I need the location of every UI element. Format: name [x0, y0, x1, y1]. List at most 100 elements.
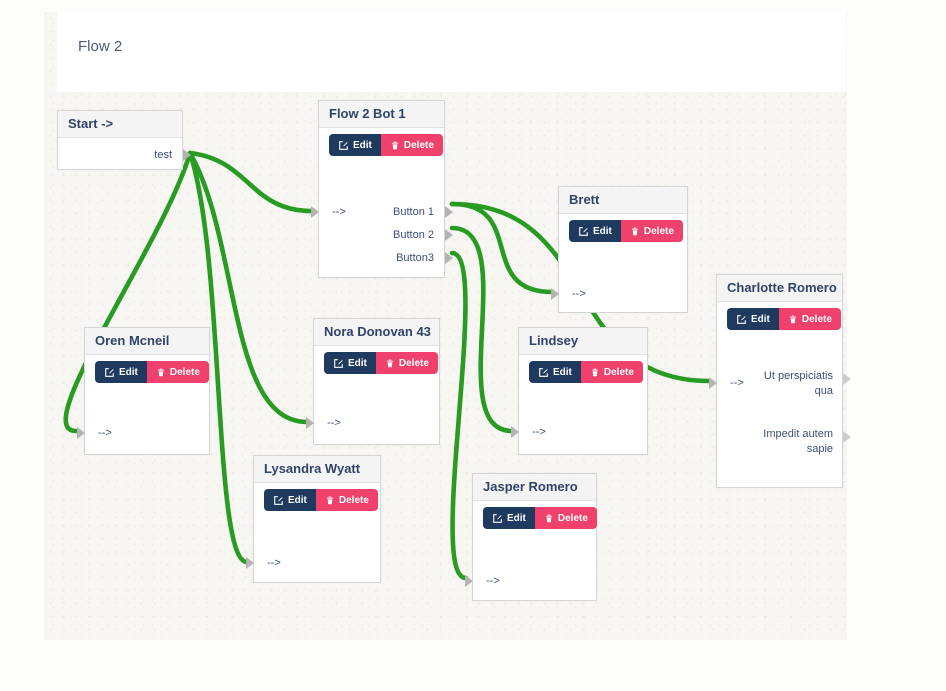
connection-test-to-oren[interactable] [63, 150, 193, 434]
delete-button-label: Delete [338, 494, 369, 506]
delete-button[interactable]: Delete [580, 361, 643, 383]
delete-button-label: Delete [557, 512, 588, 524]
input-label: --> [98, 427, 112, 439]
node-actions: Edit Delete [483, 507, 597, 529]
connection-button2-to-lindsey[interactable] [449, 225, 515, 434]
node-lysandra-wyatt[interactable]: Lysandra Wyatt Edit Delete --> [246, 455, 381, 583]
node-actions: Edit Delete [95, 361, 209, 383]
input-port[interactable]: --> [551, 287, 586, 301]
edit-button[interactable]: Edit [483, 507, 535, 529]
output-connector-icon[interactable] [183, 149, 191, 161]
input-connector-icon[interactable] [709, 377, 717, 389]
input-label: --> [267, 557, 281, 569]
input-port[interactable]: --> [709, 376, 744, 390]
edit-pencil-icon [339, 140, 348, 150]
node-actions: Edit Delete [727, 308, 841, 330]
trash-icon [631, 227, 639, 235]
input-port[interactable]: --> [246, 556, 281, 570]
output-port-impedit-autem[interactable]: Impedit autem sapie [756, 427, 851, 457]
output-port-button1[interactable]: Button 1 [319, 205, 453, 219]
output-connector-icon[interactable] [445, 206, 453, 218]
input-label: --> [332, 206, 346, 218]
connection-button1-to-brett[interactable] [449, 201, 555, 295]
edit-button-label: Edit [119, 366, 138, 378]
node-title: Charlotte Romero [717, 275, 842, 302]
node-oren-mcneil[interactable]: Oren Mcneil Edit Delete --> [77, 327, 210, 455]
node-title: Start -> [58, 111, 182, 138]
node-title: Oren Mcneil [85, 328, 209, 355]
output-connector-icon[interactable] [843, 373, 851, 385]
edit-button-label: Edit [507, 512, 526, 524]
output-label: test [154, 149, 172, 161]
node-jasper-romero[interactable]: Jasper Romero Edit Delete --> [465, 473, 597, 601]
trash-icon [789, 315, 797, 323]
output-connector-icon[interactable] [445, 229, 453, 241]
edit-button[interactable]: Edit [329, 134, 381, 156]
edit-pencil-icon [493, 513, 502, 523]
edit-button[interactable]: Edit [324, 352, 376, 374]
output-port-test[interactable]: test [58, 148, 191, 162]
delete-button[interactable]: Delete [380, 134, 443, 156]
node-start[interactable]: Start -> test [57, 110, 191, 170]
input-port[interactable]: --> [311, 205, 346, 219]
output-connector-icon[interactable] [445, 252, 453, 264]
trash-icon [326, 496, 334, 504]
output-label: Button3 [396, 252, 434, 264]
edit-pencil-icon [274, 495, 283, 505]
node-lindsey[interactable]: Lindsey Edit Delete --> [511, 327, 648, 455]
edit-button[interactable]: Edit [727, 308, 779, 330]
output-label: Button 1 [393, 206, 434, 218]
delete-button-label: Delete [643, 225, 674, 237]
connection-button3-to-jasper[interactable] [449, 250, 469, 581]
edit-button-label: Edit [353, 139, 372, 151]
flow-title: Flow 2 [78, 38, 123, 55]
delete-button[interactable]: Delete [375, 352, 438, 374]
input-connector-icon[interactable] [77, 427, 85, 439]
node-brett[interactable]: Brett Edit Delete --> [551, 186, 688, 313]
delete-button-label: Delete [169, 366, 200, 378]
input-port[interactable]: --> [465, 574, 500, 588]
input-label: --> [532, 426, 546, 438]
input-connector-icon[interactable] [465, 575, 473, 587]
input-label: --> [327, 417, 341, 429]
input-connector-icon[interactable] [306, 417, 314, 429]
input-connector-icon[interactable] [511, 426, 519, 438]
connection-test-to-bot1[interactable] [187, 150, 315, 214]
output-port-ut-perspiciatis[interactable]: Ut perspiciatis qua [756, 369, 851, 399]
node-flow2-bot1[interactable]: Flow 2 Bot 1 Edit Delete --> Button 1 Bu… [311, 100, 453, 278]
input-connector-icon[interactable] [551, 288, 559, 300]
output-port-button3[interactable]: Button3 [319, 251, 453, 265]
node-title: Nora Donovan 43 [314, 319, 439, 346]
input-port[interactable]: --> [306, 416, 341, 430]
delete-button-label: Delete [403, 139, 434, 151]
delete-button[interactable]: Delete [315, 489, 378, 511]
delete-button[interactable]: Delete [146, 361, 209, 383]
node-nora-donovan[interactable]: Nora Donovan 43 Edit Delete --> [306, 318, 440, 445]
input-connector-icon[interactable] [246, 557, 254, 569]
delete-button-label: Delete [801, 313, 832, 325]
edit-button[interactable]: Edit [264, 489, 316, 511]
delete-button[interactable]: Delete [778, 308, 841, 330]
edit-pencil-icon [579, 226, 588, 236]
delete-button[interactable]: Delete [534, 507, 597, 529]
edit-button-label: Edit [593, 225, 612, 237]
input-port[interactable]: --> [77, 426, 112, 440]
connection-test-to-lysandra[interactable] [187, 150, 250, 565]
output-label: Impedit autem sapie [763, 428, 833, 455]
edit-button[interactable]: Edit [95, 361, 147, 383]
output-label: Button 2 [393, 229, 434, 241]
node-charlotte-romero[interactable]: Charlotte Romero Edit Delete --> Ut pers… [709, 274, 851, 488]
node-title: Flow 2 Bot 1 [319, 101, 444, 128]
edit-button-label: Edit [553, 366, 572, 378]
output-port-button2[interactable]: Button 2 [319, 228, 453, 242]
input-connector-icon[interactable] [311, 206, 319, 218]
connection-test-to-nora[interactable] [187, 150, 310, 425]
output-connector-icon[interactable] [843, 431, 851, 443]
delete-button[interactable]: Delete [620, 220, 683, 242]
delete-button-label: Delete [398, 357, 429, 369]
edit-button[interactable]: Edit [569, 220, 621, 242]
edit-button[interactable]: Edit [529, 361, 581, 383]
input-port[interactable]: --> [511, 425, 546, 439]
